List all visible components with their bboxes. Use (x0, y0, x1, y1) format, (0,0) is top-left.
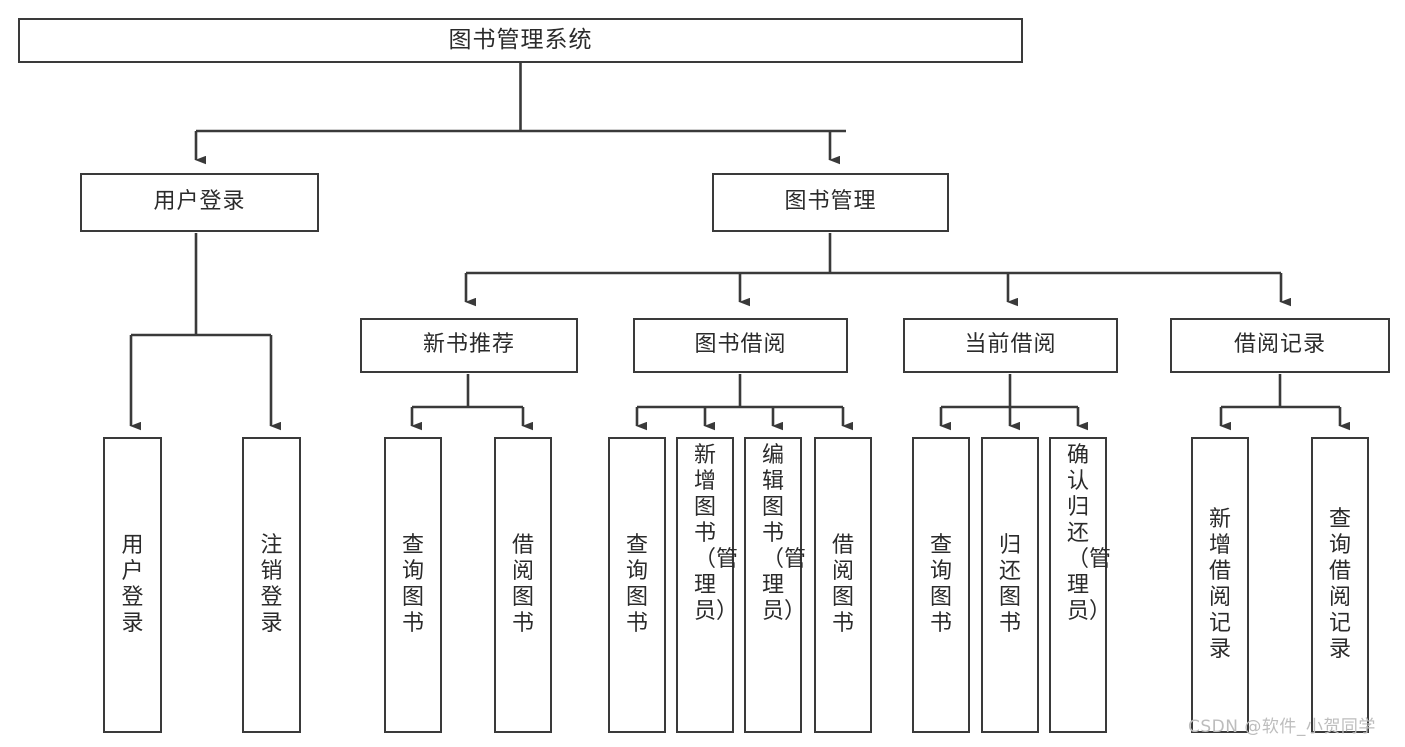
node-root[interactable]: 图书管理系统 (18, 18, 1023, 63)
node-label: 查询图书 (930, 533, 953, 636)
watermark-text: CSDN @软件_小贺同学 (1188, 717, 1376, 737)
node-leaf-borrow-book-b[interactable]: 借阅图书 (814, 437, 872, 733)
node-label: 编辑图书（管理员） (762, 443, 807, 624)
node-new-book-recommend[interactable]: 新书推荐 (360, 318, 578, 373)
node-label: 当前借阅 (964, 332, 1057, 358)
node-book-manage[interactable]: 图书管理 (712, 173, 949, 232)
node-label: 注销登录 (260, 533, 283, 636)
node-label: 图书管理系统 (448, 26, 593, 53)
node-label: 新书推荐 (422, 332, 515, 358)
node-leaf-add-record[interactable]: 新增借阅记录 (1191, 437, 1249, 733)
node-borrow-record[interactable]: 借阅记录 (1170, 318, 1390, 373)
node-leaf-query-book-a[interactable]: 查询图书 (384, 437, 442, 733)
node-current-borrow[interactable]: 当前借阅 (903, 318, 1118, 373)
node-label: 借阅图书 (832, 533, 855, 636)
node-label: 图书管理 (784, 189, 877, 215)
node-label: 用户登录 (121, 533, 144, 636)
node-label: 查询图书 (402, 533, 425, 636)
node-label: 借阅记录 (1233, 332, 1326, 358)
node-label: 查询图书 (626, 533, 649, 636)
node-leaf-query-book-b[interactable]: 查询图书 (608, 437, 666, 733)
node-label: 归还图书 (999, 533, 1022, 636)
node-label: 新增图书（管理员） (694, 443, 739, 624)
node-label: 新增借阅记录 (1209, 507, 1232, 662)
node-leaf-return-book[interactable]: 归还图书 (981, 437, 1039, 733)
node-leaf-logout[interactable]: 注销登录 (242, 437, 301, 733)
node-user-login[interactable]: 用户登录 (80, 173, 319, 232)
node-leaf-confirm-return[interactable]: 确认归还（管理员） (1049, 437, 1112, 733)
node-leaf-user-login[interactable]: 用户登录 (103, 437, 162, 733)
node-leaf-query-book-c[interactable]: 查询图书 (912, 437, 970, 733)
node-label: 借阅图书 (512, 533, 535, 636)
node-label: 用户登录 (153, 189, 246, 215)
node-book-borrow[interactable]: 图书借阅 (633, 318, 848, 373)
node-label: 图书借阅 (694, 332, 787, 358)
node-leaf-edit-book[interactable]: 编辑图书（管理员） (744, 437, 807, 733)
node-leaf-borrow-book-a[interactable]: 借阅图书 (494, 437, 552, 733)
node-leaf-add-book[interactable]: 新增图书（管理员） (676, 437, 739, 733)
node-label: 查询借阅记录 (1329, 507, 1352, 662)
node-leaf-query-record[interactable]: 查询借阅记录 (1311, 437, 1369, 733)
node-label: 确认归还（管理员） (1067, 443, 1112, 624)
